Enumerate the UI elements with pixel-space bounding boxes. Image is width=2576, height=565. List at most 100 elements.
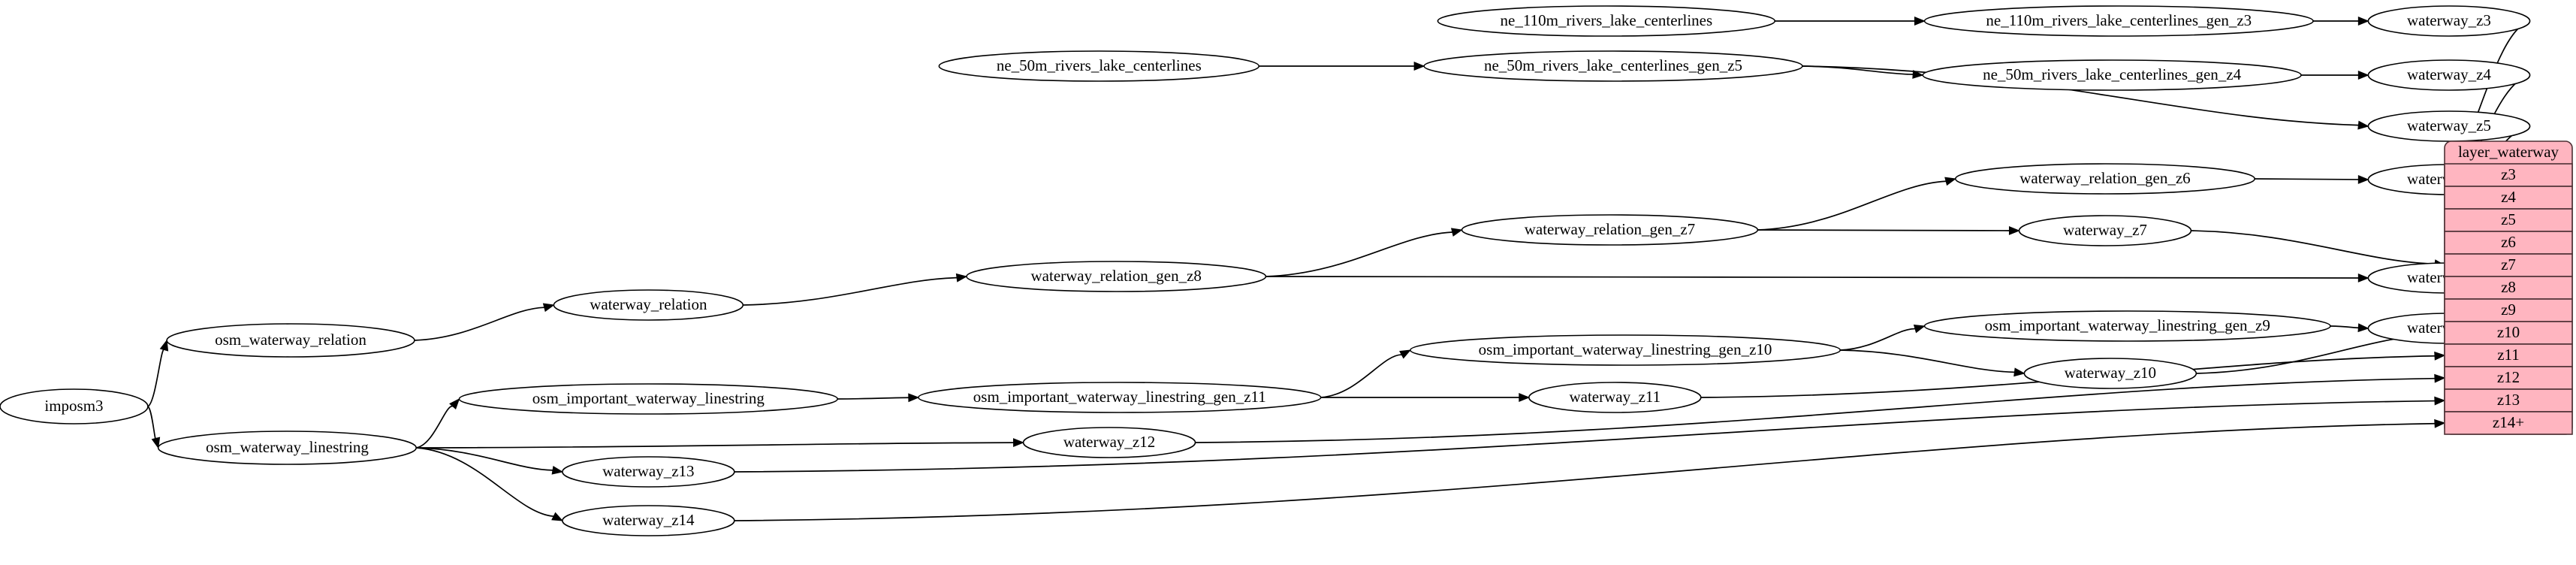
edge-arrowhead — [1913, 324, 1926, 334]
node-shape[interactable] — [938, 50, 1260, 82]
edge-arrowhead — [2357, 323, 2369, 333]
edge-arrowhead — [1413, 62, 1425, 71]
node-waterway_z5[interactable]: waterway_z5 — [2367, 110, 2531, 142]
node-shape[interactable] — [1922, 59, 2302, 91]
node-osm_waterway_linestring[interactable]: osm_waterway_linestring — [157, 431, 417, 465]
node-waterway_z13[interactable]: waterway_z13 — [562, 456, 735, 488]
edge-arrowhead — [1450, 228, 1463, 237]
table-row-z14plus[interactable] — [2444, 411, 2573, 435]
edge-osm_waterway_linestring-to-osm_important_waterway_linestring — [415, 405, 454, 449]
node-shape[interactable] — [1923, 5, 2314, 37]
edge-waterway_relation_gen_z8-to-waterway_z8 — [1265, 276, 2359, 279]
node-waterway_relation_gen_z6[interactable]: waterway_relation_gen_z6 — [1954, 163, 2255, 195]
edge-arrowhead — [2357, 120, 2369, 130]
edge-arrowhead — [151, 437, 161, 449]
edge-arrowhead — [542, 303, 555, 313]
table-row-z12[interactable] — [2444, 366, 2573, 390]
node-shape[interactable] — [2367, 110, 2531, 142]
table-row-z9[interactable] — [2444, 298, 2573, 322]
table-row-z5[interactable] — [2444, 208, 2573, 232]
node-osm_important_waterway_linestring_gen_z10[interactable]: osm_important_waterway_linestring_gen_z1… — [1410, 334, 1842, 366]
node-ne_110m_rivers_lake_centerlines[interactable]: ne_110m_rivers_lake_centerlines — [1437, 5, 1776, 37]
node-shape[interactable] — [2367, 5, 2531, 37]
node-shape[interactable] — [0, 388, 149, 425]
edge-waterway_relation_gen_z8-to-waterway_relation_gen_z7 — [1265, 231, 1452, 277]
node-ne_50m_rivers_lake_centerlines_gen_z5[interactable]: ne_50m_rivers_lake_centerlines_gen_z5 — [1423, 50, 1803, 82]
table-row-z7[interactable] — [2444, 253, 2573, 277]
edge-arrowhead — [2434, 418, 2446, 428]
edge-arrowhead — [2357, 17, 2369, 26]
node-osm_important_waterway_linestring_gen_z9[interactable]: osm_important_waterway_linestring_gen_z9 — [1923, 310, 2331, 342]
edge-arrowhead — [2008, 226, 2020, 235]
edge-arrowhead — [2434, 351, 2446, 361]
edge-arrowhead — [1944, 177, 1957, 186]
edges-layer — [147, 17, 2530, 521]
node-waterway_relation[interactable]: waterway_relation — [553, 289, 744, 321]
node-shape[interactable] — [166, 323, 415, 358]
node-shape[interactable] — [2023, 358, 2197, 389]
node-shape[interactable] — [1022, 427, 1196, 458]
edge-osm_important_waterway_linestring_gen_z10-to-osm_important_waterway_linestring_gen_z9 — [1840, 328, 1916, 351]
node-imposm3[interactable]: imposm3 — [0, 388, 149, 425]
node-waterway_relation_gen_z7[interactable]: waterway_relation_gen_z7 — [1461, 214, 1759, 246]
edge-waterway_z13-to-layer_waterway_z13 — [734, 400, 2436, 473]
node-ne_50m_rivers_lake_centerlines[interactable]: ne_50m_rivers_lake_centerlines — [938, 50, 1260, 82]
edge-osm_important_waterway_linestring_gen_z9-to-waterway_z9 — [2330, 325, 2359, 329]
node-shape[interactable] — [918, 382, 1322, 413]
node-shape[interactable] — [553, 289, 744, 321]
edge-imposm3-to-osm_waterway_linestring — [147, 406, 157, 440]
edge-osm_important_waterway_linestring-to-osm_important_waterway_linestring_gen_z11 — [837, 397, 909, 400]
edge-ne_50m_rivers_lake_centerlines_gen_z5-to-waterway_z5 — [1802, 65, 2359, 126]
node-ne_50m_rivers_lake_centerlines_gen_z4[interactable]: ne_50m_rivers_lake_centerlines_gen_z4 — [1922, 59, 2302, 91]
edge-osm_waterway_linestring-to-waterway_z12 — [416, 442, 1014, 449]
edge-osm_waterway_linestring-to-waterway_z14 — [416, 447, 554, 518]
node-shape[interactable] — [1528, 382, 1702, 413]
node-waterway_relation_gen_z8[interactable]: waterway_relation_gen_z8 — [966, 261, 1267, 292]
edge-arrowhead — [1912, 70, 1924, 79]
edge-osm_waterway_linestring-to-waterway_z13 — [416, 447, 554, 471]
node-osm_waterway_relation[interactable]: osm_waterway_relation — [166, 323, 415, 358]
table-row-z13[interactable] — [2444, 388, 2573, 412]
node-shape[interactable] — [1954, 163, 2255, 195]
node-osm_important_waterway_linestring_gen_z11[interactable]: osm_important_waterway_linestring_gen_z1… — [918, 382, 1322, 413]
node-waterway_z4[interactable]: waterway_z4 — [2367, 59, 2531, 91]
node-waterway_z7[interactable]: waterway_z7 — [2018, 215, 2192, 246]
edge-waterway_z7-to-layer_waterway_z7 — [2191, 230, 2436, 265]
node-shape[interactable] — [1461, 214, 1759, 246]
node-shape[interactable] — [1423, 50, 1803, 82]
nodes-layer: imposm3 osm_waterway_relation osm_waterway… — [0, 5, 2531, 536]
edge-arrowhead — [2357, 71, 2369, 80]
table-row-z8[interactable] — [2444, 276, 2573, 300]
edge-arrowhead — [551, 465, 564, 475]
edge-arrowhead — [2357, 273, 2369, 282]
node-shape[interactable] — [562, 505, 735, 536]
table-row-z11[interactable] — [2444, 343, 2573, 367]
node-waterway_z3[interactable]: waterway_z3 — [2367, 5, 2531, 37]
node-waterway_z14[interactable]: waterway_z14 — [562, 505, 735, 536]
node-waterway_z10[interactable]: waterway_z10 — [2023, 358, 2197, 389]
edge-arrowhead — [551, 512, 564, 521]
node-shape[interactable] — [1410, 334, 1842, 366]
node-osm_important_waterway_linestring[interactable]: osm_important_waterway_linestring — [458, 383, 839, 415]
node-shape[interactable] — [2018, 215, 2192, 246]
edge-arrowhead — [955, 273, 968, 282]
node-shape[interactable] — [966, 261, 1267, 292]
table-row-z3[interactable] — [2444, 163, 2573, 187]
node-ne_110m_rivers_lake_centerlines_gen_z3[interactable]: ne_110m_rivers_lake_centerlines_gen_z3 — [1923, 5, 2314, 37]
node-shape[interactable] — [2367, 59, 2531, 91]
table-row-z10[interactable] — [2444, 321, 2573, 345]
node-shape[interactable] — [562, 456, 735, 488]
edge-arrowhead — [449, 397, 460, 410]
node-shape[interactable] — [1923, 310, 2331, 342]
node-waterway_z12[interactable]: waterway_z12 — [1022, 427, 1196, 458]
node-shape[interactable] — [1437, 5, 1776, 37]
table-row-z4[interactable] — [2444, 186, 2573, 210]
edge-arrowhead — [1012, 438, 1024, 448]
node-shape[interactable] — [458, 383, 839, 415]
node-waterway_z11[interactable]: waterway_z11 — [1528, 382, 1702, 413]
node-shape[interactable] — [157, 431, 417, 465]
edge-arrowhead — [2013, 367, 2026, 377]
edge-imposm3-to-osm_waterway_relation — [147, 349, 165, 407]
table-row-z6[interactable] — [2444, 231, 2573, 255]
